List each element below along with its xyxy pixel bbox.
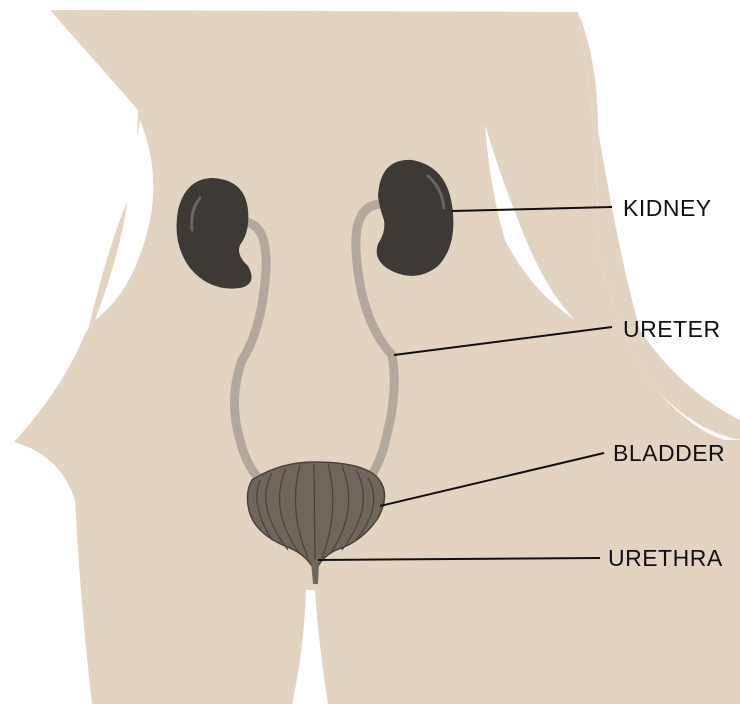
urethra-label: URETHRA [608,545,723,571]
left-arm-gap-upper [0,0,50,160]
bladder-label: BLADDER [613,440,725,466]
ureter-label: URETER [623,316,721,342]
kidney-label: KIDNEY [623,195,712,221]
